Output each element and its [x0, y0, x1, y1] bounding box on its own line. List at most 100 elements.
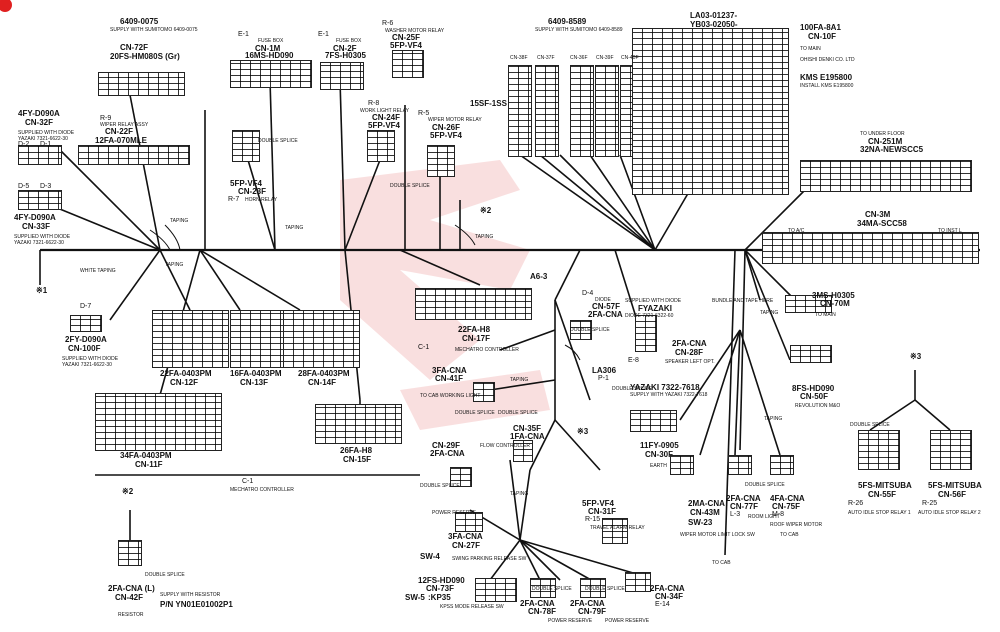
label-supply-yazaki: SUPPLY WITH YAZAKI 7322-7618	[630, 392, 708, 398]
label-2fa-cna-7: 2FA-CNA	[570, 599, 605, 608]
label-to-main-2: TO MAIN	[815, 312, 836, 318]
label-cn40f: CN-40F	[621, 55, 639, 61]
label-la306: LA306	[592, 366, 617, 375]
label-e14: E-14	[655, 601, 670, 608]
connector-cn13f	[230, 310, 292, 368]
label-cn17f: CN-17F	[462, 334, 491, 343]
label-p1: P-1	[598, 375, 609, 382]
label-d3: D-3	[40, 183, 52, 190]
connector-cn23f	[232, 130, 260, 162]
label-cn39f: CN-39F	[596, 55, 614, 61]
connector-cn31f	[602, 518, 628, 544]
label-supplied-diode-2: SUPPLIED WITH DIODE	[14, 234, 71, 240]
label-11fy: 11FY-0905	[640, 441, 679, 450]
label-cn28f: CN-28F	[675, 348, 704, 357]
label-cn30f: CN-30F	[645, 450, 674, 459]
label-earth: EARTH	[650, 463, 667, 469]
label-cn32f: CN-32F	[25, 118, 54, 127]
label-fuse-box-2: FUSE BOX	[336, 38, 362, 44]
label-install-kms: INSTALL KMS E195800	[800, 83, 854, 89]
connector-cn26f	[427, 145, 455, 177]
label-white-taping: WHITE TAPING	[80, 268, 116, 274]
label-supply-resistor: SUPPLY WITH RESISTOR	[160, 592, 221, 598]
connector-cn75f	[770, 455, 794, 475]
label-m8: M-8	[772, 511, 785, 518]
label-fuse-box-1: FUSE BOX	[258, 38, 284, 44]
label-cn78f: CN-78F	[528, 607, 557, 616]
label-mark3b: ※3	[577, 427, 589, 436]
connector-cn78f	[530, 578, 556, 598]
label-wiper-limit: WIPER MOTOR LIMIT LOCK SW	[680, 532, 755, 538]
label-cn33f: CN-33F	[22, 222, 51, 231]
connector-cn1m	[230, 60, 312, 88]
label-22fa-0403: 22FA-0403PM	[160, 369, 212, 378]
connector-cn25f	[392, 50, 424, 78]
connector-cn3m	[762, 232, 979, 264]
connector-cn11f	[95, 393, 222, 451]
label-4fy-b: 4FY-D090A	[14, 213, 56, 222]
label-cn34f: CN-34F	[655, 592, 684, 601]
connector-cn17f	[415, 288, 532, 320]
label-double-splice-9: DOUBLE SPLICE	[145, 572, 185, 578]
label-cn50f: CN-50F	[800, 392, 829, 401]
label-e8: E-8	[628, 357, 639, 364]
connector-cn100f	[70, 315, 102, 332]
label-cn57f: CN-57F	[592, 302, 621, 311]
label-supply-sumitomo-1: SUPPLY WITH SUMITOMO 6409-0075	[110, 27, 198, 33]
label-16fa-0403: 16FA-0403PM	[230, 369, 282, 378]
connector-cn34f	[625, 572, 651, 592]
connector-cn41f	[473, 382, 495, 402]
label-2fa-cna-6: 2FA-CNA	[520, 599, 555, 608]
label-d7: D-7	[80, 303, 92, 310]
connector-cn22f	[78, 145, 190, 165]
label-to-cab-1: TO CAB	[780, 532, 799, 538]
label-supplied-diode-4: SUPPLIED WITH DIODE	[625, 298, 682, 304]
label-6409-8589: 6409-8589	[548, 17, 587, 26]
connector-cn32f	[18, 145, 62, 165]
label-pn-resistor: P/N YN01E01002P1	[160, 600, 233, 609]
label-double-splice-11: DOUBLE SPLICE	[532, 586, 572, 592]
label-double-splice-10: DOUBLE SPLICE	[745, 482, 785, 488]
connector-cn28f	[635, 315, 657, 352]
label-2fa-cna-8: 2FA-CNA	[650, 584, 685, 593]
label-cn26f: CN-26F	[432, 123, 461, 132]
label-cn35f: CN-35F	[513, 424, 542, 433]
label-kp35: :KP35	[428, 593, 451, 602]
label-cn13f: CN-13F	[240, 378, 269, 387]
label-yazaki-3: YAZAKI 7321-6622-30	[62, 362, 112, 368]
label-yazaki-7322: YAZAKI 7322-7618	[630, 383, 700, 392]
label-cn15f: CN-15F	[343, 455, 372, 464]
label-100fa: 100FA-8A1	[800, 23, 841, 32]
label-cn14f: CN-14F	[308, 378, 337, 387]
label-cn1m: CN-1M	[255, 44, 281, 53]
connector-cn29f	[450, 467, 472, 487]
label-cn12f: CN-12F	[170, 378, 199, 387]
label-double-splice-6: DOUBLE SPLICE	[612, 386, 652, 392]
connector-cn57f	[570, 320, 592, 340]
label-room-light: ROOM LIGHT	[748, 514, 780, 520]
label-cn2f: CN-2F	[333, 44, 357, 53]
label-sw4: SW-4	[420, 552, 440, 561]
label-cn29f: CN-29F	[432, 441, 461, 450]
label-c1a: C-1	[418, 344, 430, 351]
label-double-splice-5: DOUBLE SPLICE	[498, 410, 538, 416]
connector-cn30f	[630, 410, 677, 432]
label-yazaki-1: YAZAKI 7321-6622-30	[18, 136, 68, 142]
label-5fp-c: 5FP-VF4	[368, 121, 401, 130]
label-d2: D-2	[18, 141, 30, 148]
connector-cn36f	[570, 65, 594, 157]
label-supplied-diode-1: SUPPLIED WITH DIODE	[18, 130, 75, 136]
label-yazaki-2: YAZAKI 7321-6622-30	[14, 240, 64, 246]
label-roof-wiper: ROOF WIPER MOTOR	[770, 522, 823, 528]
label-22fa-h8: 22FA-H8	[458, 325, 491, 334]
label-6409-0075: 6409-0075	[120, 17, 159, 26]
label-fyazaki: FYAZAKI	[638, 304, 672, 313]
connector-cn27f	[455, 512, 483, 532]
label-wiper-relay: WIPER RELAY ASSY	[100, 122, 149, 128]
label-cn75f: CN-75F	[772, 502, 801, 511]
connector-cn251m	[800, 160, 972, 192]
label-r25: R-25	[922, 500, 938, 507]
label-r7: R-7	[228, 196, 240, 203]
label-12fa: 12FA-070MLE	[95, 136, 148, 145]
label-1fa-cna: 1FA-CNA	[510, 432, 545, 441]
